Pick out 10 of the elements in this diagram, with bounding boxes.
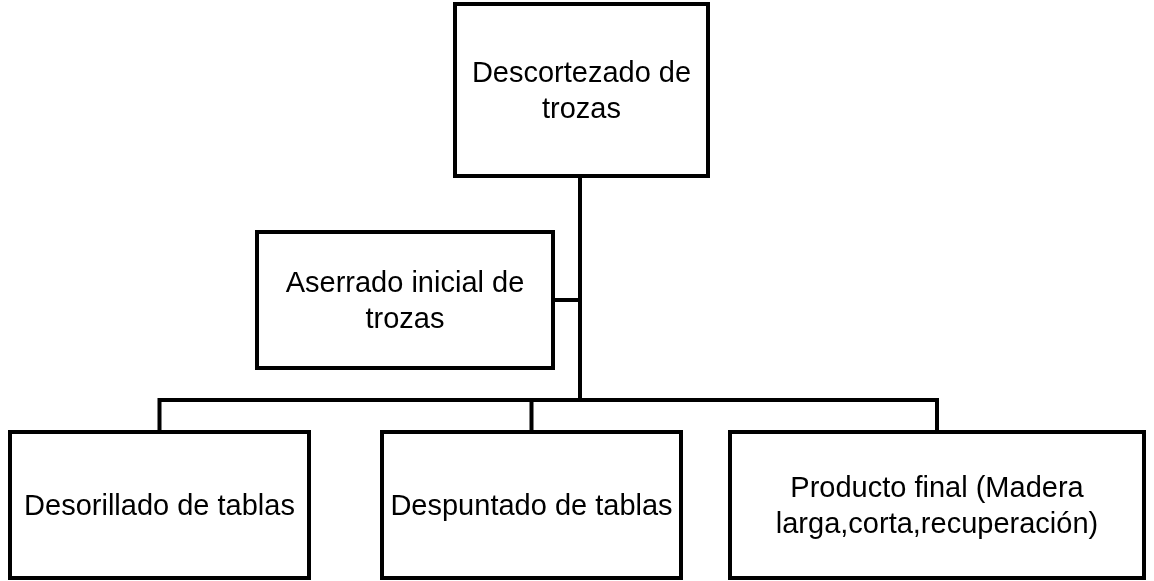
process-box	[8, 430, 311, 580]
box-label: Despuntado de tablas	[390, 487, 673, 523]
box-label: Aserrado inicial de trozas	[284, 264, 526, 336]
box-label: Producto final (Madera larga,corta,recuperación)	[774, 469, 1100, 541]
process-box	[453, 2, 710, 178]
process-box	[255, 230, 555, 370]
box-label: Desorillado de tablas	[24, 487, 295, 523]
box-label: Descortezado de trozas	[470, 54, 693, 126]
process-box	[380, 430, 683, 580]
process-box	[728, 430, 1146, 580]
